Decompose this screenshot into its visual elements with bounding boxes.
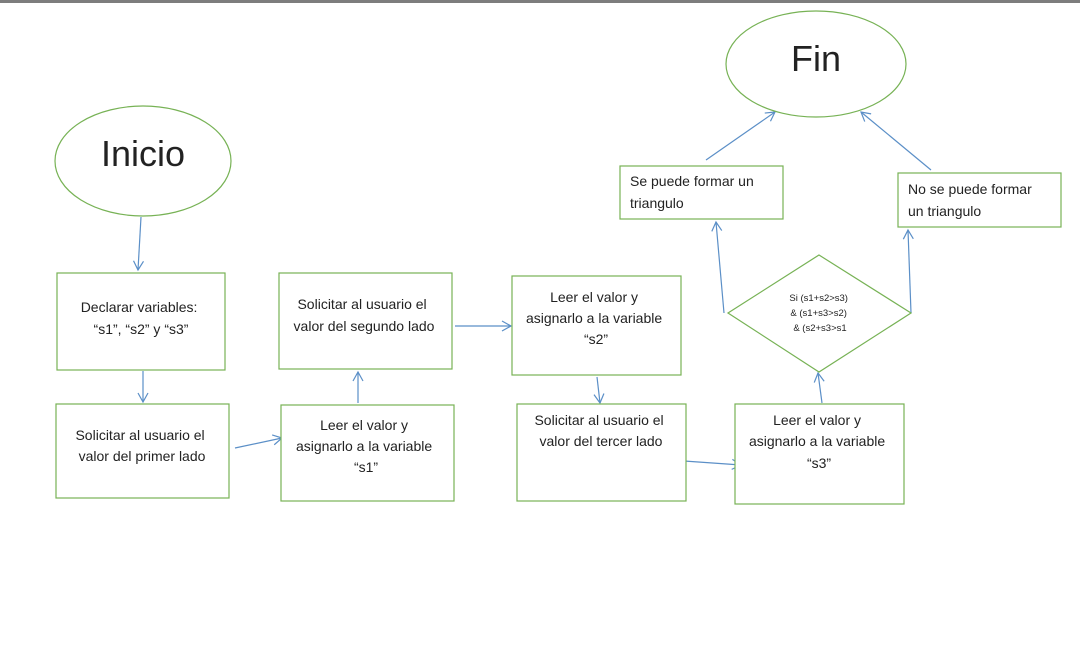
ask-first-side-text: Solicitar al usuario el valor del primer… bbox=[75, 427, 208, 464]
condition-text: Si (s1+s2>s3) & (s1+s3>s2) & (s2+s3>s1 bbox=[789, 293, 850, 334]
ask-first-side-box: Solicitar al usuario el valor del primer… bbox=[55, 403, 230, 499]
condition-line-3: & (s2+s3>s1 bbox=[793, 323, 846, 334]
ask-third-side-rect bbox=[516, 403, 687, 502]
condition-decision: Si (s1+s2>s3) & (s1+s3>s2) & (s2+s3>s1 bbox=[726, 254, 913, 373]
ask-third-side-line-2: valor del tercer lado bbox=[540, 433, 663, 449]
read-s2-text: Leer el valor y asignarlo a la variable … bbox=[526, 289, 666, 347]
condition-line-1: Si (s1+s2>s3) bbox=[789, 293, 848, 304]
read-s1-text: Leer el valor y asignarlo a la variable … bbox=[296, 417, 436, 475]
read-s1-rect bbox=[280, 404, 455, 502]
arrow-start-to-declare bbox=[132, 216, 145, 272]
arrow-condition-to-no bbox=[902, 228, 914, 314]
read-s1-line-1: Leer el valor y bbox=[320, 417, 408, 433]
yes-triangle-box: Se puede formar un triangulo bbox=[619, 165, 784, 220]
declare-variables-box: Declarar variables: “s1”, “s2” y “s3” bbox=[56, 272, 226, 371]
declare-variables-text: Declarar variables: “s1”, “s2” y “s3” bbox=[81, 299, 202, 337]
condition-line-2: & (s1+s3>s2) bbox=[790, 308, 847, 319]
arrow-ask-third-to-read-s3 bbox=[683, 458, 743, 470]
end-ellipse bbox=[725, 10, 907, 118]
read-s3-box: Leer el valor y asignarlo a la variable … bbox=[734, 403, 905, 505]
start-label: Inicio bbox=[101, 133, 185, 174]
ask-first-side-line-1: Solicitar al usuario el bbox=[75, 427, 204, 443]
ask-second-side-rect bbox=[278, 272, 453, 370]
no-triangle-text: No se puede formar un triangulo bbox=[908, 181, 1036, 219]
yes-triangle-text: Se puede formar un triangulo bbox=[630, 173, 758, 211]
read-s2-line-2: asignarlo a la variable bbox=[526, 310, 662, 326]
no-triangle-line-2: un triangulo bbox=[908, 203, 981, 219]
start-ellipse bbox=[54, 105, 232, 217]
no-triangle-rect bbox=[897, 172, 1062, 228]
read-s2-box: Leer el valor y asignarlo a la variable … bbox=[511, 275, 682, 376]
read-s3-line-3: “s3” bbox=[807, 455, 831, 471]
read-s3-line-2: asignarlo a la variable bbox=[749, 433, 885, 449]
ask-third-side-box: Solicitar al usuario el valor del tercer… bbox=[516, 403, 687, 502]
arrow-ask-first-to-read-s1 bbox=[234, 434, 284, 449]
window-top-border bbox=[0, 0, 1080, 3]
read-s2-line-1: Leer el valor y bbox=[550, 289, 638, 305]
no-triangle-box: No se puede formar un triangulo bbox=[897, 172, 1062, 228]
read-s2-rect bbox=[511, 275, 682, 376]
arrow-yes-to-end bbox=[705, 111, 777, 161]
end-node: Fin bbox=[725, 10, 907, 118]
start-node: Inicio bbox=[54, 105, 232, 217]
read-s3-text: Leer el valor y asignarlo a la variable … bbox=[749, 412, 889, 471]
ask-second-side-box: Solicitar al usuario el valor del segund… bbox=[278, 272, 453, 370]
arrow-no-to-end bbox=[860, 111, 932, 171]
arrow-read-s3-to-condition bbox=[813, 371, 825, 404]
ask-third-side-line-1: Solicitar al usuario el bbox=[534, 412, 663, 428]
read-s3-rect bbox=[734, 403, 905, 505]
ask-second-side-line-1: Solicitar al usuario el bbox=[297, 296, 426, 312]
read-s1-line-2: asignarlo a la variable bbox=[296, 438, 432, 454]
read-s2-line-3: “s2” bbox=[584, 331, 608, 347]
arrow-condition-to-yes bbox=[711, 220, 725, 314]
declare-variables-line-1: Declarar variables: bbox=[81, 299, 198, 315]
yes-triangle-line-2: triangulo bbox=[630, 195, 684, 211]
connectors bbox=[132, 111, 932, 470]
read-s1-box: Leer el valor y asignarlo a la variable … bbox=[280, 404, 455, 502]
end-label: Fin bbox=[791, 38, 841, 79]
declare-variables-rect bbox=[56, 272, 226, 371]
ask-first-side-rect bbox=[55, 403, 230, 499]
read-s3-line-1: Leer el valor y bbox=[773, 412, 861, 428]
ask-third-side-text: Solicitar al usuario el valor del tercer… bbox=[534, 412, 667, 449]
yes-triangle-line-1: Se puede formar un bbox=[630, 173, 754, 189]
yes-triangle-rect bbox=[619, 165, 784, 220]
no-triangle-line-1: No se puede formar bbox=[908, 181, 1032, 197]
declare-variables-line-2: “s1”, “s2” y “s3” bbox=[94, 321, 189, 337]
ask-first-side-line-2: valor del primer lado bbox=[79, 448, 206, 464]
arrow-read-s2-to-ask-third bbox=[593, 376, 605, 405]
read-s1-line-3: “s1” bbox=[354, 459, 378, 475]
ask-second-side-line-2: valor del segundo lado bbox=[294, 318, 435, 334]
ask-second-side-text: Solicitar al usuario el valor del segund… bbox=[294, 296, 435, 334]
condition-diamond bbox=[726, 254, 913, 373]
